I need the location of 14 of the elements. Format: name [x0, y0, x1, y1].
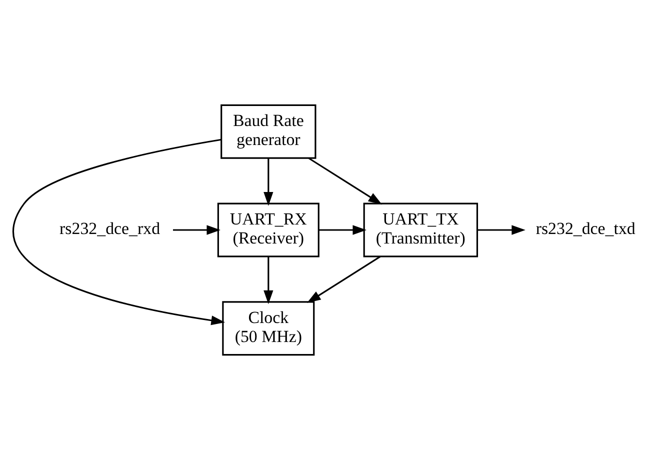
node-box: UART_RX (Receiver): [217, 202, 320, 257]
arrow: [318, 224, 366, 234]
node-text: rs232_dce_rxd: [60, 218, 160, 238]
arrow: [308, 157, 382, 204]
arrow: [264, 256, 274, 304]
arrow: [12, 138, 225, 325]
arrow: [306, 255, 381, 302]
arrow: [173, 224, 220, 234]
node-box: UART_TX (Transmitter): [363, 202, 478, 257]
node-box: Clock (50 MHz): [222, 300, 315, 356]
node-box: Baud Rate generator: [220, 104, 316, 158]
arrow: [264, 158, 274, 206]
arrow: [477, 224, 526, 234]
node-text: rs232_dce_txd: [536, 218, 636, 238]
